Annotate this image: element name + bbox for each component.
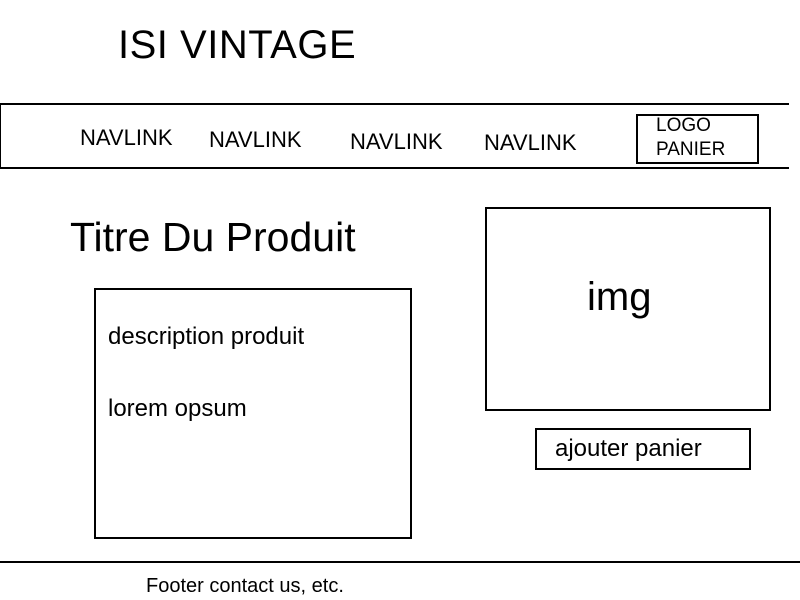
image-placeholder-label: img (587, 275, 652, 319)
cart-logo-button[interactable]: LOGO PANIER (636, 114, 759, 164)
product-title: Titre Du Produit (70, 214, 356, 260)
footer-divider (0, 561, 800, 563)
navbar: NAVLINK NAVLINK NAVLINK NAVLINK LOGO PAN… (0, 103, 789, 169)
nav-link-1[interactable]: NAVLINK (80, 125, 173, 150)
nav-link-2[interactable]: NAVLINK (209, 127, 302, 152)
product-description-box: description produit lorem opsum (94, 288, 412, 539)
product-description-line: description produit (108, 323, 305, 350)
add-to-cart-button[interactable]: ajouter panier (535, 428, 751, 470)
nav-link-3[interactable]: NAVLINK (350, 129, 443, 154)
product-image-placeholder: img (485, 207, 771, 411)
cart-logo-label-line2: PANIER (656, 139, 726, 160)
nav-link-4[interactable]: NAVLINK (484, 130, 577, 155)
site-title: ISI VINTAGE (118, 23, 357, 67)
footer-text: Footer contact us, etc. (146, 575, 344, 597)
cart-logo-label-line1: LOGO (656, 115, 711, 136)
product-description-line: lorem opsum (108, 395, 247, 422)
